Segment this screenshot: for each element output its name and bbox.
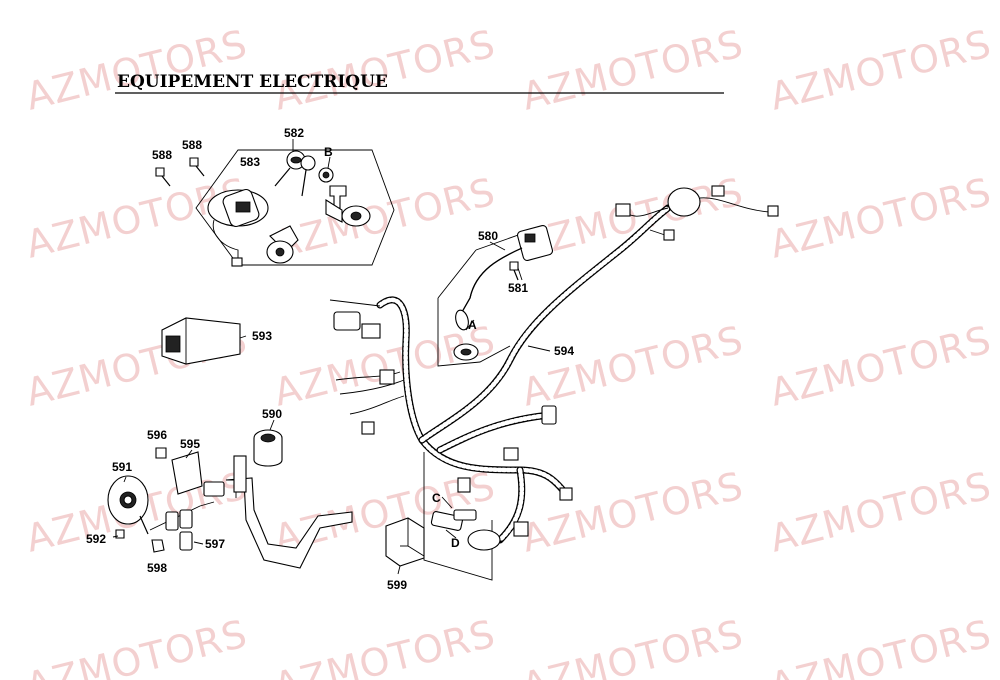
watermark: AZMOTORS [518, 611, 748, 680]
callout-580: 580 [478, 229, 498, 243]
flasher-relay-599 [385, 517, 425, 567]
callout-594: 594 [554, 344, 574, 358]
callout-c: C [432, 491, 441, 505]
watermark: AZMOTORS [270, 611, 500, 680]
watermark: AZMOTORS [22, 21, 252, 118]
watermark: AZMOTORS [518, 317, 748, 414]
ignition-lock-set [195, 149, 395, 267]
callout-591: 591 [112, 460, 132, 474]
callout-581: 581 [508, 281, 528, 295]
lock-set-outline [195, 149, 395, 266]
callout-labels: 588 588 583 582 B 580 581 A 594 593 590 … [86, 126, 574, 592]
callout-582: 582 [284, 126, 304, 140]
callout-d: D [451, 536, 460, 550]
relay-cap [667, 187, 701, 217]
callout-592: 592 [86, 532, 106, 546]
battery-bracket [203, 455, 353, 569]
callout-593: 593 [252, 329, 272, 343]
watermark: AZMOTORS [766, 611, 996, 680]
callout-b: B [324, 145, 333, 159]
wiring-harness-594 [329, 185, 779, 544]
starter-relay-590 [253, 429, 283, 467]
watermark: AZMOTORS [270, 21, 500, 118]
callout-598: 598 [147, 561, 167, 575]
key-icon [300, 155, 316, 171]
page-title: EQUIPEMENT ELECTRIQUE [117, 72, 388, 92]
watermark: AZMOTORS [766, 169, 996, 266]
frame-section-cd [423, 452, 529, 581]
watermark: AZMOTORS [270, 317, 500, 414]
callout-599: 599 [387, 578, 407, 592]
callout-588: 588 [152, 148, 172, 162]
leader-lines [112, 139, 551, 575]
callout-590: 590 [262, 407, 282, 421]
screw-588-pair [155, 157, 205, 187]
ignition-coil-580 [437, 224, 554, 367]
watermark: AZMOTORS [766, 317, 996, 414]
watermark: AZMOTORS [766, 463, 996, 560]
horn-591 [107, 475, 149, 535]
watermark: AZMOTORS [22, 611, 252, 680]
callout-a: A [468, 318, 477, 332]
callout-583: 583 [240, 155, 260, 169]
callout-597: 597 [205, 537, 225, 551]
fuse-holder-597 [115, 509, 193, 553]
cdi-unit-593 [161, 317, 241, 365]
watermark: AZMOTORS [766, 21, 996, 118]
watermark: AZMOTORS [518, 21, 748, 118]
callout-595: 595 [180, 437, 200, 451]
callout-588: 588 [182, 138, 202, 152]
callout-596: 596 [147, 428, 167, 442]
